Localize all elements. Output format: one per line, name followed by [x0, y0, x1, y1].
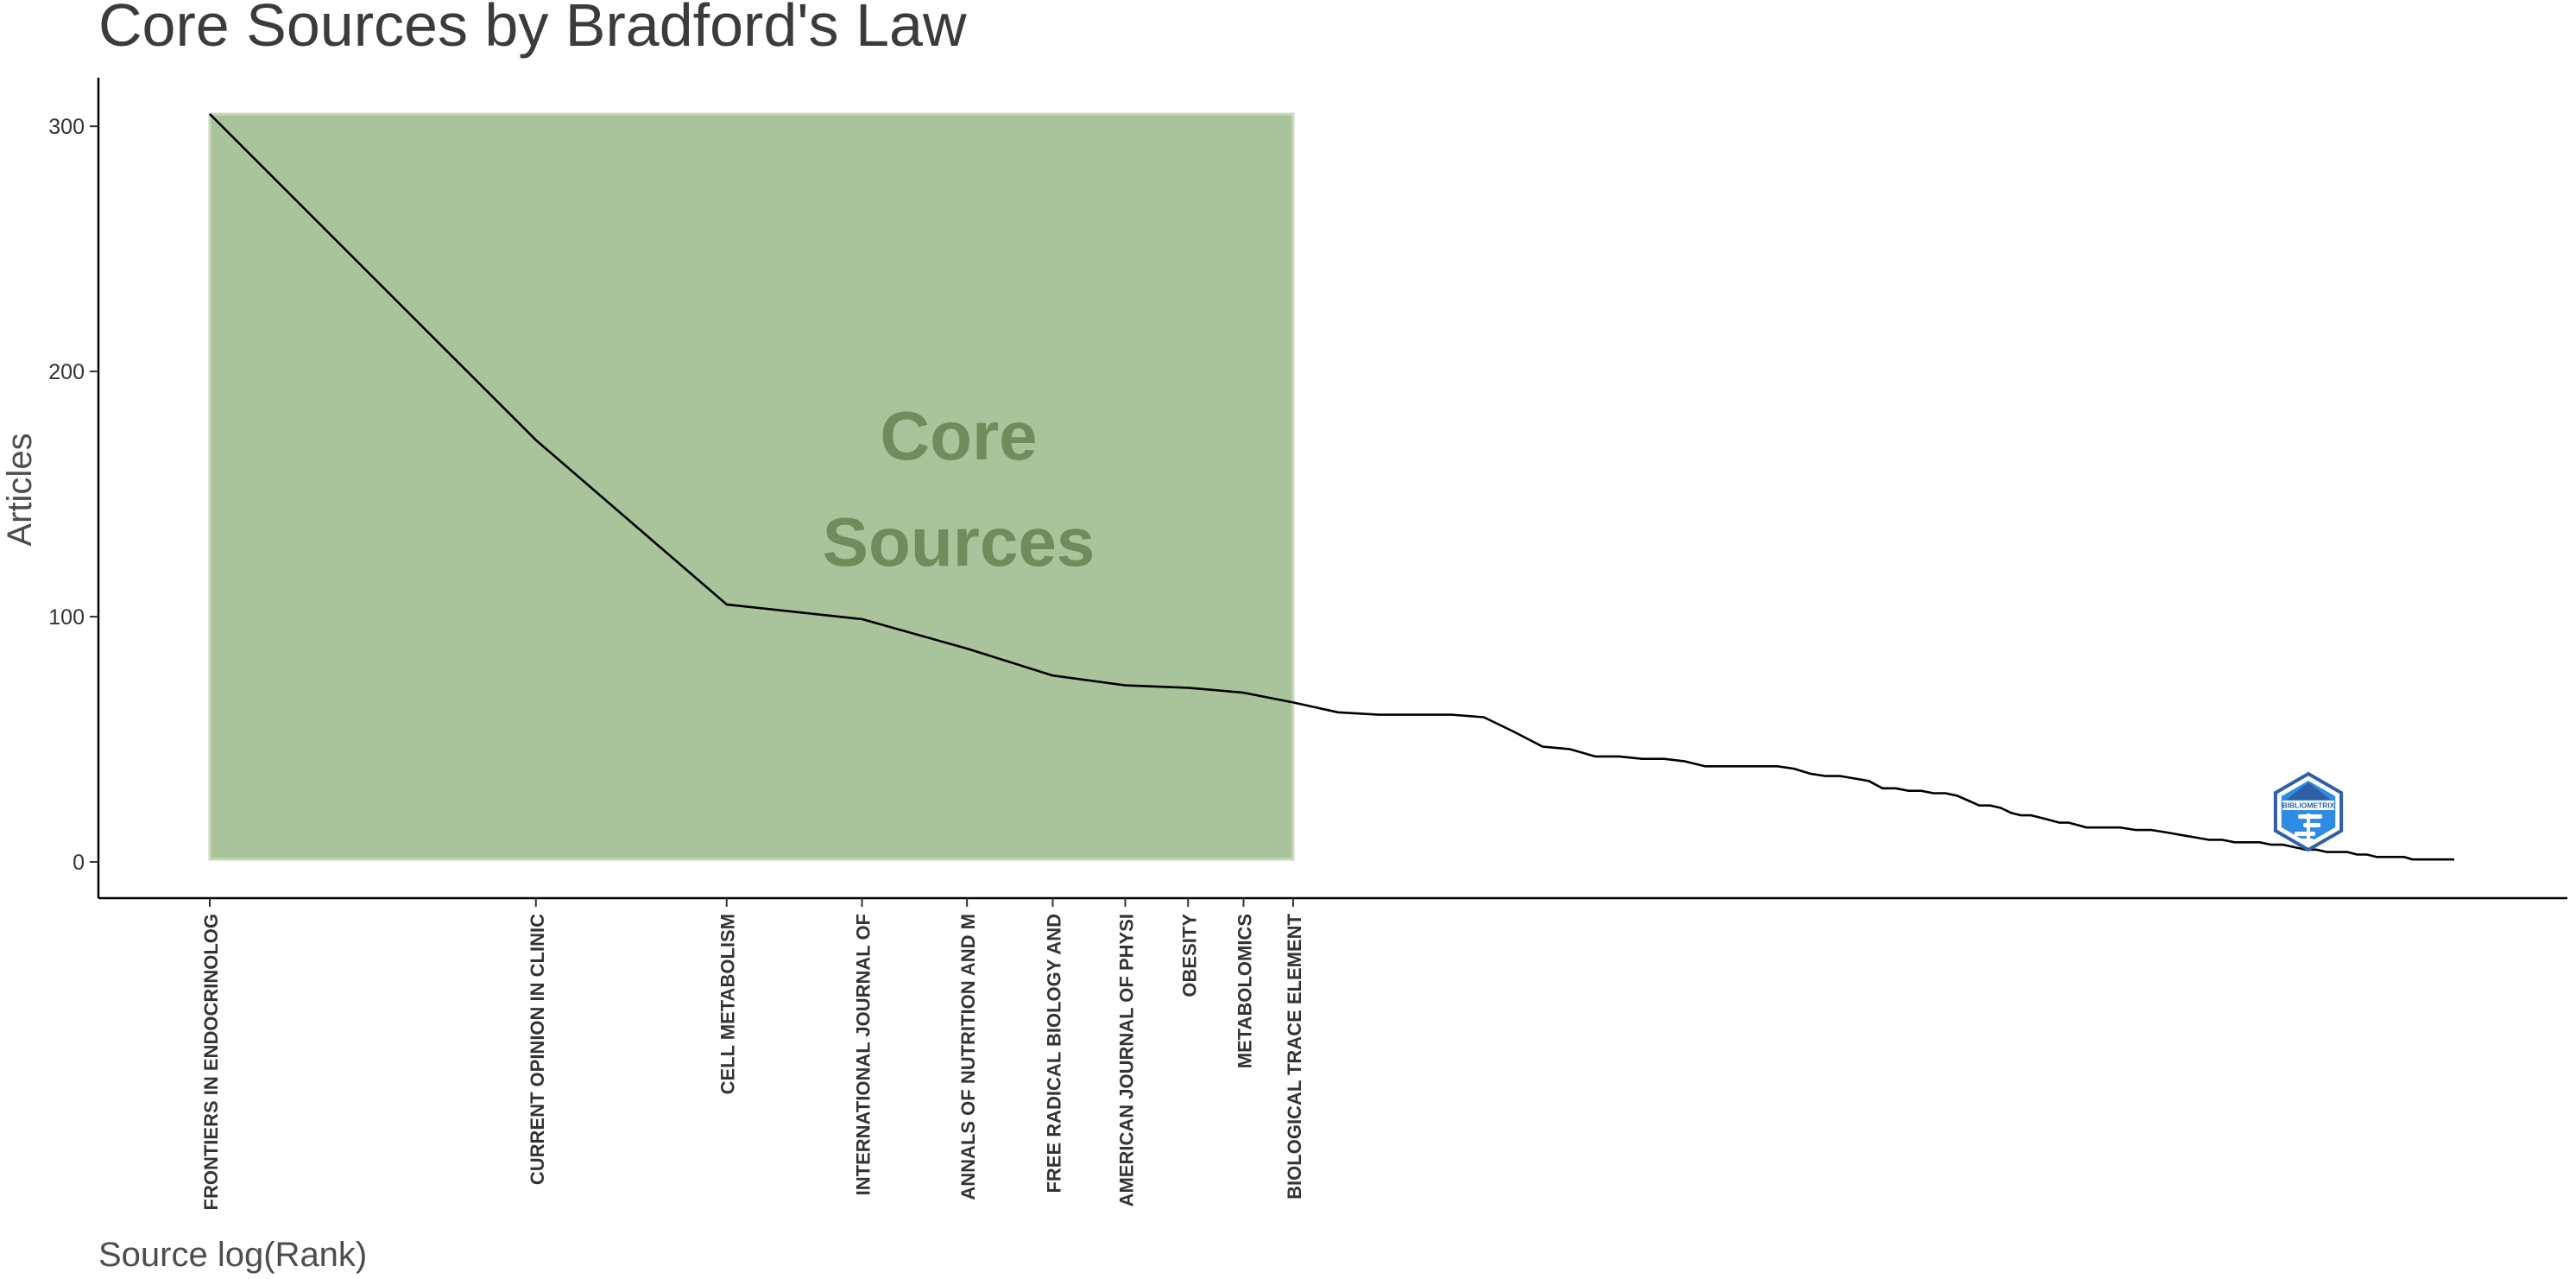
logo-bar-2 — [2295, 832, 2315, 836]
x-tick-label: INTERNATIONAL JOURNAL OF — [853, 914, 874, 1195]
logo-bar-1 — [2303, 823, 2320, 827]
x-tick-label: FREE RADICAL BIOLOGY AND — [1044, 914, 1065, 1194]
x-tick-label: FRONTIERS IN ENDOCRINOLOG — [200, 914, 222, 1210]
bibliometrix-logo-icon: BIBLIOMETRIX — [2273, 771, 2344, 852]
y-tick-label: 300 — [48, 115, 85, 139]
logo-text: BIBLIOMETRIX — [2282, 801, 2335, 810]
core-label-layer: Core Sources — [823, 397, 1095, 580]
logo-pillar — [2307, 814, 2310, 843]
x-axis-title: Source log(Rank) — [98, 1236, 367, 1274]
x-ticks: FRONTIERS IN ENDOCRINOLOG CURRENT OPINION… — [200, 898, 1305, 1210]
core-zone-label-line2: Sources — [823, 503, 1095, 580]
axes-layer — [97, 78, 2567, 900]
core-zone-layer — [208, 112, 1295, 861]
logo-roof — [2286, 782, 2331, 800]
y-tick-label: 100 — [48, 605, 85, 630]
x-tick-label: METABOLOMICS — [1234, 914, 1256, 1068]
series-layer — [209, 113, 2454, 861]
x-tick-label: ANNALS OF NUTRITION AND M — [957, 914, 979, 1200]
y-tick-label: 0 — [73, 851, 85, 875]
core-zone-label-line1: Core — [880, 397, 1037, 474]
y-axis-title: Articles — [1, 433, 39, 546]
x-tick-label: AMERICAN JOURNAL OF PHYSI — [1116, 914, 1138, 1206]
series-line-0 — [209, 113, 2454, 861]
x-tick-label: CURRENT OPINION IN CLINIC — [527, 914, 548, 1185]
y-ticks: 0 100 200 300 — [48, 115, 98, 875]
x-tick-label: OBESITY — [1178, 914, 1200, 997]
x-tick-label: CELL METABOLISM — [717, 914, 739, 1094]
core-zone-rect — [208, 112, 1295, 861]
chart-title: Core Sources by Bradford's Law — [98, 0, 967, 59]
x-tick-label: BIOLOGICAL TRACE ELEMENT — [1284, 913, 1305, 1199]
y-tick-label: 200 — [48, 360, 85, 384]
logo-banner — [2282, 801, 2334, 810]
